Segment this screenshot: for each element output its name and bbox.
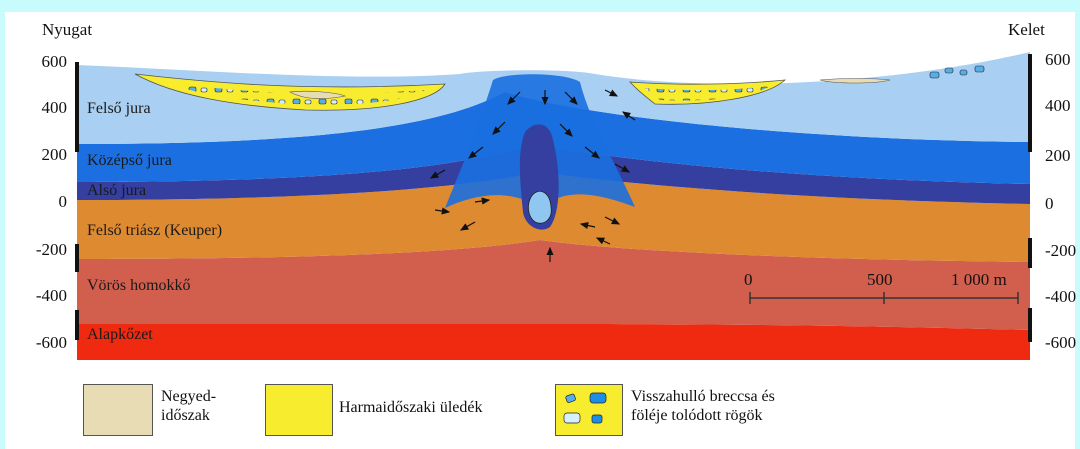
tick-right-200: 200 xyxy=(1045,146,1080,166)
legend-label-breccia: Visszahulló breccsa és föléje tolódott r… xyxy=(631,387,775,425)
tick-left-0: 0 xyxy=(13,192,67,212)
legend-label-tertiary: Harmaidőszaki üledék xyxy=(339,398,483,417)
east-label: Kelet xyxy=(1008,20,1045,40)
tick-right-m400: -400 xyxy=(1045,287,1080,307)
tick-right-m600: -600 xyxy=(1045,333,1080,353)
diagram-frame: Nyugat Kelet 600 400 200 0 -200 -400 -60… xyxy=(5,12,1075,449)
legend-swatch-breccia xyxy=(555,384,623,436)
legend-label-quaternary: Negyed- időszak xyxy=(161,387,216,425)
tick-left-400: 400 xyxy=(13,98,67,118)
layer-label-felso-triasz: Felső triász (Keuper) xyxy=(87,222,222,240)
scale-label-0: 0 xyxy=(744,270,753,290)
uplift-inner xyxy=(528,191,551,223)
tick-left-m600: -600 xyxy=(13,333,67,353)
scale-label-500: 500 xyxy=(867,270,893,290)
geologic-cross-section xyxy=(5,12,1075,372)
legend-breccia-line1: Visszahulló breccsa és xyxy=(631,387,775,406)
legend-quaternary-line1: Negyed- xyxy=(161,387,216,406)
legend-swatch-tertiary xyxy=(265,384,333,436)
tick-right-m200: -200 xyxy=(1045,241,1080,261)
scale-label-1000m: 1 000 m xyxy=(951,270,1007,290)
layer-label-felso-jura: Felső jura xyxy=(87,100,151,118)
layer-alapkozet xyxy=(77,324,1030,360)
tick-left-m200: -200 xyxy=(13,240,67,260)
tick-right-400: 400 xyxy=(1045,96,1080,116)
tick-right-600: 600 xyxy=(1045,50,1080,70)
layer-label-alapkozet: Alapkőzet xyxy=(87,326,153,344)
layer-label-voros-homokko: Vörös homokkő xyxy=(87,277,191,295)
layer-label-kozepso-jura: Középső jura xyxy=(87,152,172,170)
legend-breccia-line2: föléje tolódott rögök xyxy=(631,406,775,425)
tick-left-m400: -400 xyxy=(13,286,67,306)
breccia-blocks-icon xyxy=(556,385,622,435)
layer-label-also-jura: Alsó jura xyxy=(87,182,146,200)
legend-quaternary-line2: időszak xyxy=(161,406,216,425)
tick-left-600: 600 xyxy=(13,52,67,72)
legend-swatch-quaternary xyxy=(83,384,153,436)
tick-right-0: 0 xyxy=(1045,194,1080,214)
west-label: Nyugat xyxy=(42,20,92,40)
tick-left-200: 200 xyxy=(13,145,67,165)
